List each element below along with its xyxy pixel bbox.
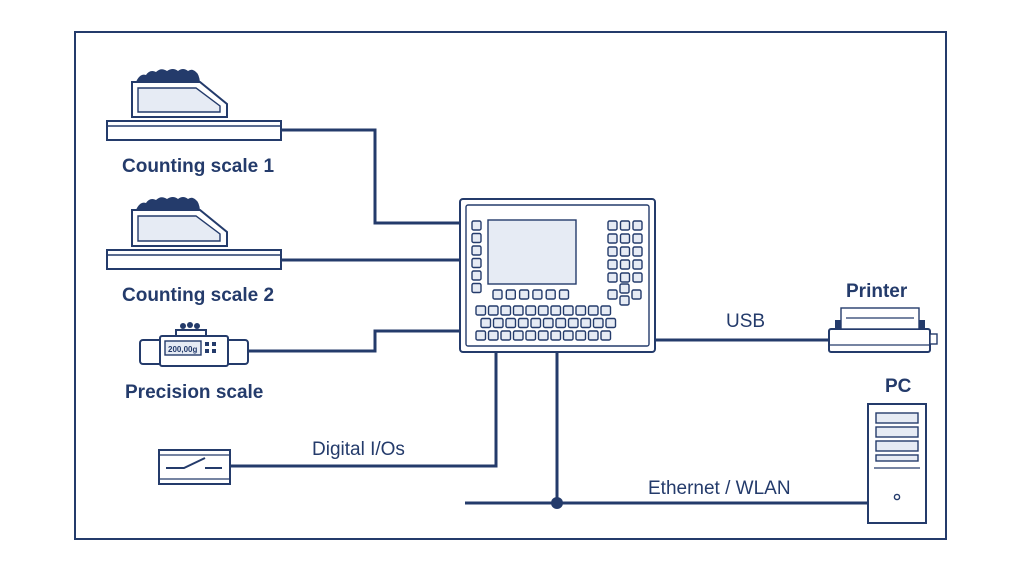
- counting-scale-2-label: Counting scale 2: [122, 285, 274, 306]
- terminal-function-key: [471, 270, 482, 281]
- terminal-keyboard-key: [500, 330, 512, 341]
- terminal-arrow-key: [619, 283, 630, 294]
- terminal-keyboard-key: [605, 317, 617, 329]
- terminal-soft-key: [545, 289, 556, 300]
- terminal-function-key: [471, 257, 482, 269]
- terminal-keyboard-key: [475, 330, 487, 341]
- terminal-numeric-key: [607, 272, 618, 283]
- terminal-keyboard-key: [480, 317, 492, 329]
- terminal-keyboard-key: [587, 305, 599, 316]
- terminal-keyboard-key: [580, 317, 592, 329]
- terminal-keyboard-key: [512, 330, 524, 341]
- printer-label: Printer: [846, 281, 908, 302]
- terminal-function-key: [471, 282, 482, 294]
- terminal-function-key: [471, 220, 482, 231]
- terminal-keyboard-key: [562, 330, 574, 341]
- terminal-keyboard-key: [537, 330, 549, 341]
- counting-scale-1-icon: [106, 69, 282, 141]
- terminal-numeric-key: [607, 259, 618, 270]
- terminal-keyboard-key: [592, 317, 604, 329]
- terminal-keyboard-key: [600, 305, 612, 316]
- terminal-keyboard-key: [555, 317, 567, 329]
- terminal-soft-key: [492, 289, 503, 300]
- pc-tower-icon: [867, 403, 927, 524]
- printer-icon: [828, 307, 938, 353]
- terminal-numeric-key: [632, 220, 643, 231]
- terminal-keyboard-key: [550, 330, 562, 341]
- terminal-function-key: [471, 245, 482, 256]
- terminal-keyboard-key: [512, 305, 524, 316]
- terminal-numeric-key: [619, 259, 631, 270]
- wire-digital-io: [230, 352, 498, 468]
- precision-scale-reading: 200,00g: [168, 345, 197, 354]
- terminal-keyboard-key: [575, 330, 587, 341]
- terminal-soft-key: [558, 289, 570, 300]
- terminal-keyboard-key: [550, 305, 562, 316]
- terminal-numeric-key: [632, 246, 643, 257]
- terminal-keyboard-key: [575, 305, 587, 316]
- terminal-numeric-key: [632, 233, 643, 244]
- terminal-arrow-key: [607, 289, 618, 300]
- terminal-numeric-key: [632, 259, 643, 270]
- switch-module-icon: [158, 449, 231, 485]
- network-junction-dot: [551, 497, 563, 509]
- terminal-numeric-key: [607, 233, 618, 244]
- terminal-soft-key: [505, 289, 516, 300]
- connection-wires: [230, 128, 868, 509]
- terminal-soft-key: [518, 289, 530, 300]
- counting-scale-1-label: Counting scale 1: [122, 156, 274, 177]
- pc-label: PC: [885, 376, 912, 397]
- precision-scale-label: Precision scale: [125, 382, 263, 403]
- wire-counting-scale-1: [281, 128, 460, 225]
- terminal-numeric-key: [619, 246, 631, 257]
- digital-io-connection-label: Digital I/Os: [312, 439, 405, 460]
- terminal-numeric-key: [607, 220, 618, 231]
- terminal-numeric-key: [619, 233, 631, 244]
- terminal-numeric-key: [632, 272, 643, 283]
- terminal-soft-key: [532, 289, 543, 300]
- terminal-keyboard-key: [567, 317, 579, 329]
- terminal-keyboard-key: [530, 317, 542, 329]
- terminal-arrow-key: [631, 289, 642, 300]
- terminal-keyboard-key: [587, 330, 599, 341]
- terminal-keyboard-key: [517, 317, 529, 329]
- usb-connection-label: USB: [726, 311, 765, 332]
- precision-scale-display: [164, 340, 202, 356]
- precision-scale-icon: 200,00g: [139, 322, 249, 367]
- ethernet-wlan-connection-label: Ethernet / WLAN: [648, 478, 791, 499]
- terminal-keyboard-key: [505, 317, 517, 329]
- terminal-arrow-key: [619, 295, 630, 306]
- terminal-keyboard-key: [525, 330, 537, 341]
- terminal-keyboard-key: [487, 330, 499, 341]
- terminal-screen: [487, 219, 577, 285]
- terminal-keyboard-key: [492, 317, 504, 329]
- terminal-keyboard-key: [542, 317, 554, 329]
- terminal-keyboard-key: [537, 305, 549, 316]
- terminal-keyboard-key: [525, 305, 537, 316]
- terminal-keyboard-key: [487, 305, 499, 316]
- terminal-keyboard-key: [562, 305, 574, 316]
- terminal-numeric-key: [619, 220, 631, 231]
- weighing-terminal-icon: [459, 198, 656, 353]
- terminal-function-key: [471, 232, 482, 244]
- terminal-keyboard-key: [475, 305, 487, 316]
- terminal-numeric-key: [607, 246, 618, 257]
- terminal-numeric-key: [619, 272, 631, 283]
- terminal-keyboard-key: [600, 330, 612, 341]
- terminal-keyboard-key: [500, 305, 512, 316]
- counting-scale-2-icon: [106, 197, 282, 270]
- wire-precision-scale: [248, 329, 460, 353]
